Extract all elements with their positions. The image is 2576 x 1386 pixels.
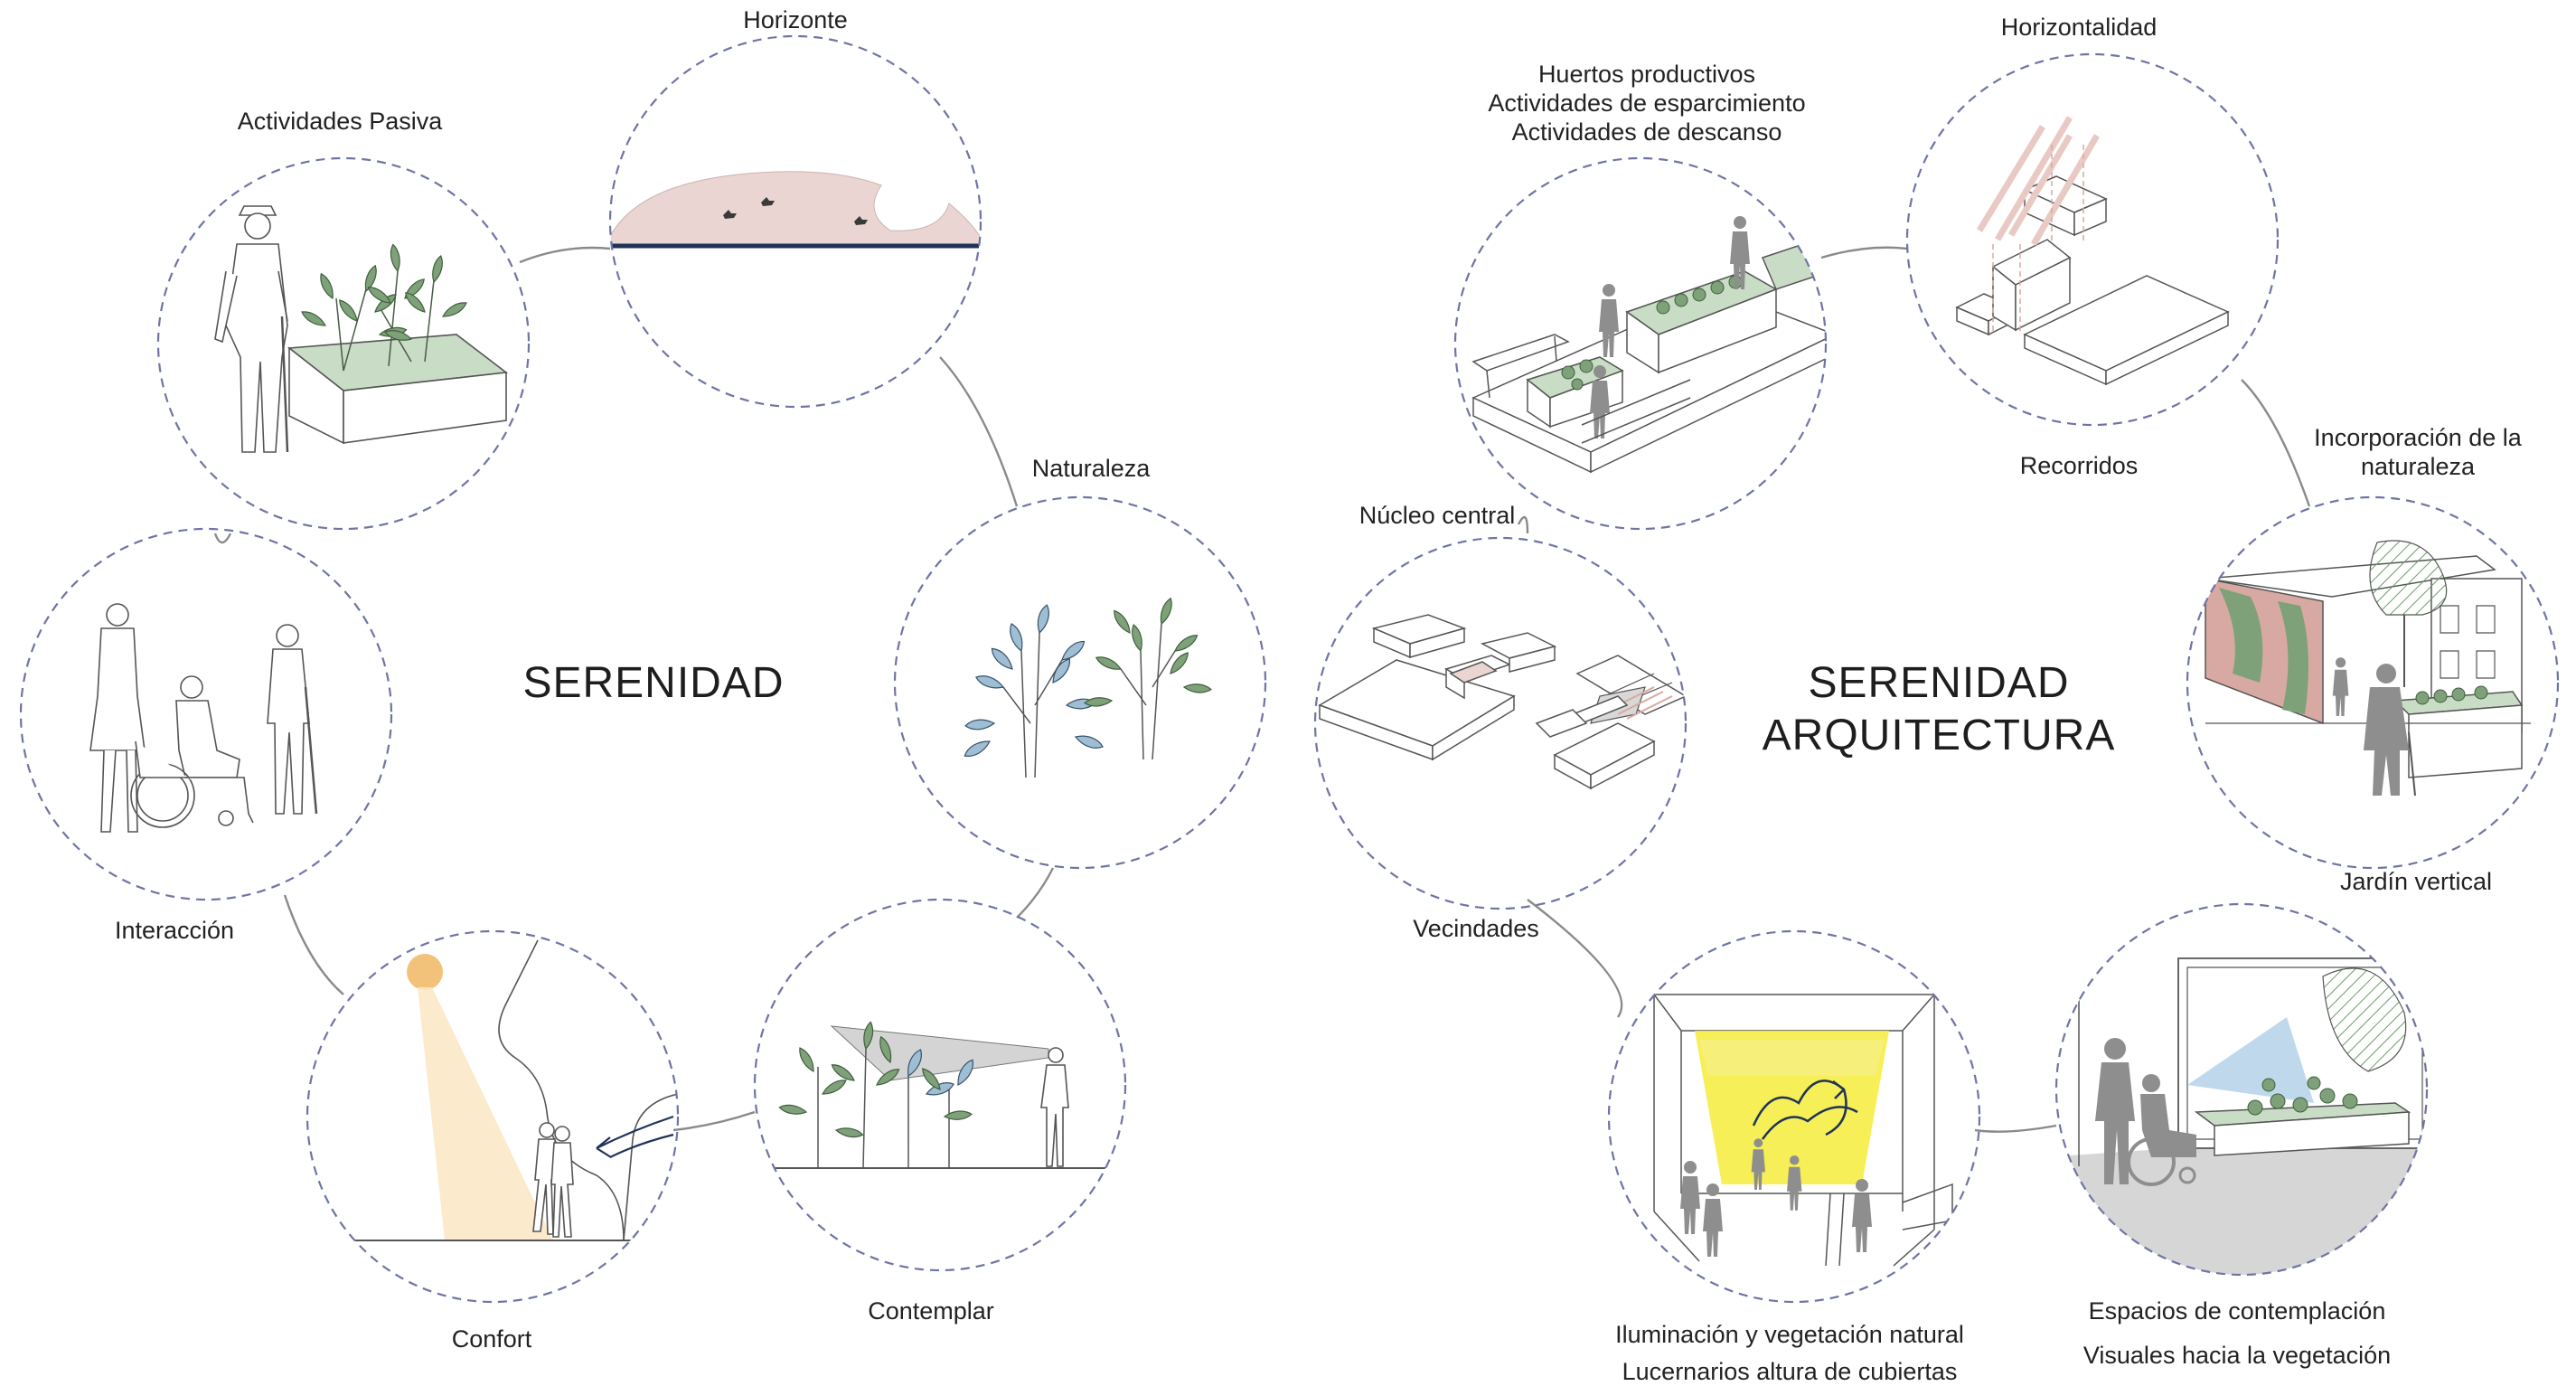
label-naturaleza: Naturaleza	[1031, 455, 1151, 482]
label-contemplar: Contemplar	[868, 1297, 994, 1325]
node-nucleo-central	[1313, 536, 1688, 910]
label-actividades-descanso: Actividades de descanso	[1511, 118, 1782, 146]
label-interaccion: Interacción	[114, 917, 235, 944]
label-iluminacion: Iluminación y vegetación natural	[1615, 1321, 1964, 1348]
node-naturaleza	[893, 495, 1267, 870]
node-iluminacion	[1607, 929, 1981, 1304]
node-horizontalidad	[1905, 52, 2280, 427]
label-horizontalidad: Horizontalidad	[2000, 14, 2158, 41]
label-espacios-contemplacion: Espacios de contemplación	[2088, 1297, 2386, 1325]
label-lucernarios: Lucernarios altura de cubiertas	[1622, 1358, 1958, 1385]
label-actividades-esparcimiento: Actividades de esparcimiento	[1488, 90, 1806, 117]
label-visuales-vegetacion: Visuales hacia la vegetación	[2082, 1342, 2392, 1369]
label-jardin-vertical: Jardín vertical	[2339, 868, 2493, 895]
node-horizonte	[608, 34, 982, 409]
node-actividades-pasiva	[156, 156, 531, 531]
label-recorridos: Recorridos	[2019, 452, 2139, 479]
node-confort	[306, 929, 680, 1304]
label-nucleo-central: Núcleo central	[1359, 502, 1516, 529]
node-huertos-productivos	[1453, 156, 1828, 531]
node-espacios-contemplacion	[2054, 902, 2429, 1277]
title-serenidad-arquitectura-line2: ARQUITECTURA	[1762, 712, 2116, 759]
label-confort: Confort	[451, 1325, 532, 1353]
label-actividades-pasiva: Actividades Pasiva	[237, 108, 443, 135]
label-horizonte: Horizonte	[743, 6, 848, 33]
label-huertos-productivos: Huertos productivos	[1537, 61, 1756, 88]
title-serenidad: SERENIDAD	[522, 659, 785, 707]
node-incorporacion-naturaleza	[2186, 495, 2560, 870]
label-incorporacion-line2: naturaleza	[2360, 453, 2476, 480]
left-connectors	[213, 246, 1055, 1132]
label-vecindades: Vecindades	[1413, 915, 1539, 942]
label-incorporacion-line1: Incorporación de la	[2314, 424, 2522, 451]
node-interaccion	[19, 527, 393, 901]
node-contemplar	[753, 898, 1127, 1272]
title-serenidad-arquitectura-line1: SERENIDAD	[1808, 659, 2070, 707]
right-connectors	[1517, 246, 2311, 1133]
